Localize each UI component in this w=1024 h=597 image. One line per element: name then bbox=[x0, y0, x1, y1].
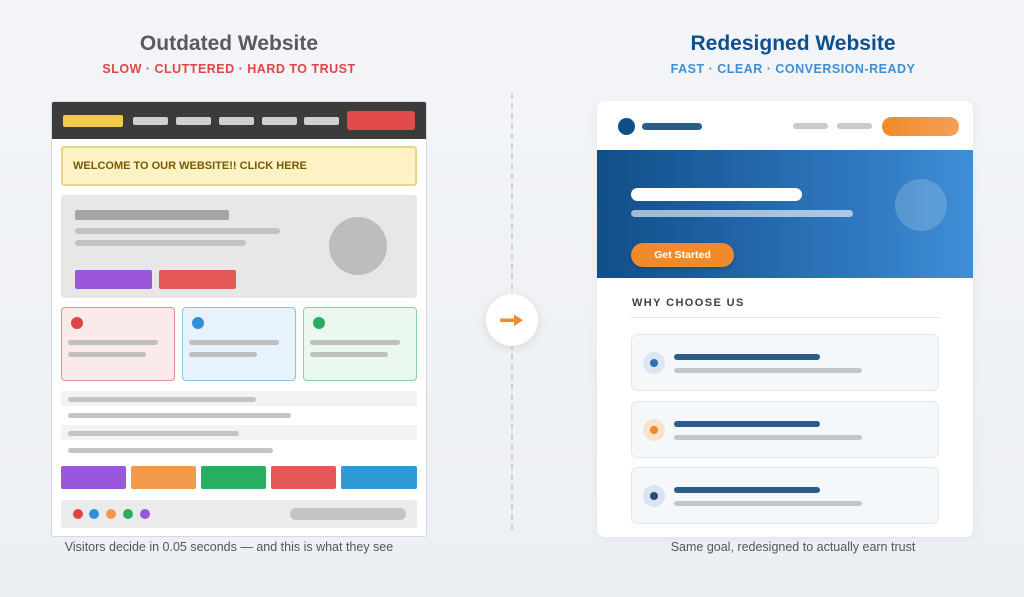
old-hero-button-purple bbox=[75, 270, 152, 289]
old-footer-dot bbox=[106, 509, 116, 519]
old-text-stripe bbox=[61, 425, 417, 440]
old-nav-item bbox=[304, 117, 339, 125]
feature-card-2 bbox=[631, 401, 939, 458]
redesigned-caption: Same goal, redesigned to actually earn t… bbox=[670, 540, 916, 554]
feature-desc-line bbox=[674, 501, 862, 506]
new-hero-image bbox=[895, 179, 947, 231]
new-logo-text bbox=[642, 123, 702, 130]
new-hero-subtitle bbox=[631, 210, 853, 217]
old-color-button bbox=[61, 466, 126, 489]
arrow-right-icon bbox=[500, 314, 523, 326]
old-navbar bbox=[52, 102, 426, 139]
old-color-button bbox=[271, 466, 336, 489]
old-nav-item bbox=[262, 117, 297, 125]
outdated-title: Outdated Website bbox=[139, 32, 319, 55]
old-welcome-banner: WELCOME TO OUR WEBSITE!! CLICK HERE bbox=[61, 146, 417, 186]
old-nav-item bbox=[176, 117, 211, 125]
old-card-line bbox=[310, 340, 400, 345]
redesigned-website-mockup: Get Started WHY CHOOSE US bbox=[597, 101, 973, 537]
old-card-green bbox=[303, 307, 417, 381]
old-footer-bar bbox=[290, 508, 406, 520]
old-text-line bbox=[68, 413, 291, 418]
transition-badge bbox=[486, 294, 538, 346]
feature-icon-orange bbox=[643, 419, 665, 441]
old-text-line bbox=[68, 431, 239, 436]
new-logo-mark bbox=[618, 118, 635, 135]
feature-card-3 bbox=[631, 467, 939, 524]
old-card-blue bbox=[182, 307, 296, 381]
old-card-dot bbox=[192, 317, 204, 329]
old-card-line bbox=[189, 340, 279, 345]
old-card-line bbox=[189, 352, 257, 357]
outdated-subtitle: SLOW · CLUTTERED · HARD TO TRUST bbox=[102, 62, 356, 76]
new-nav-item bbox=[793, 123, 828, 129]
feature-title-line bbox=[674, 421, 820, 427]
outdated-caption: Visitors decide in 0.05 seconds — and th… bbox=[64, 540, 394, 554]
old-hero-line bbox=[75, 240, 246, 246]
old-nav-item bbox=[219, 117, 254, 125]
old-card-dot bbox=[313, 317, 325, 329]
old-hero-line bbox=[75, 228, 280, 234]
old-color-button bbox=[131, 466, 196, 489]
old-hero-image bbox=[329, 217, 387, 275]
old-card-dot bbox=[71, 317, 83, 329]
get-started-button: Get Started bbox=[631, 243, 734, 267]
new-hero-title bbox=[631, 188, 802, 201]
section-heading: WHY CHOOSE US bbox=[632, 297, 745, 309]
section-rule bbox=[631, 317, 939, 318]
feature-desc-line bbox=[674, 435, 862, 440]
new-nav-button bbox=[882, 117, 959, 136]
new-nav-item bbox=[837, 123, 872, 129]
old-logo bbox=[63, 115, 123, 127]
old-nav-button bbox=[347, 111, 415, 130]
old-footer-dot bbox=[73, 509, 83, 519]
feature-title-line bbox=[674, 354, 820, 360]
old-footer-dot bbox=[140, 509, 150, 519]
old-footer-dot bbox=[89, 509, 99, 519]
feature-title-line bbox=[674, 487, 820, 493]
old-text-line bbox=[68, 448, 273, 453]
old-nav-item bbox=[133, 117, 168, 125]
old-hero bbox=[61, 195, 417, 298]
old-card-red bbox=[61, 307, 175, 381]
old-card-line bbox=[310, 352, 388, 357]
feature-desc-line bbox=[674, 368, 862, 373]
feature-icon-navy bbox=[643, 485, 665, 507]
old-color-button bbox=[201, 466, 266, 489]
old-footer bbox=[61, 500, 417, 528]
old-text-line bbox=[68, 397, 256, 402]
old-color-button bbox=[341, 466, 417, 489]
old-card-line bbox=[68, 352, 146, 357]
old-hero-title bbox=[75, 210, 229, 220]
feature-card-1 bbox=[631, 334, 939, 391]
redesigned-subtitle: FAST · CLEAR · CONVERSION-READY bbox=[670, 62, 916, 76]
old-card-line bbox=[68, 340, 158, 345]
redesigned-title: Redesigned Website bbox=[690, 32, 896, 55]
feature-icon-blue bbox=[643, 352, 665, 374]
outdated-website-mockup: WELCOME TO OUR WEBSITE!! CLICK HERE bbox=[51, 101, 427, 537]
old-hero-button-red bbox=[159, 270, 236, 289]
old-footer-dot bbox=[123, 509, 133, 519]
